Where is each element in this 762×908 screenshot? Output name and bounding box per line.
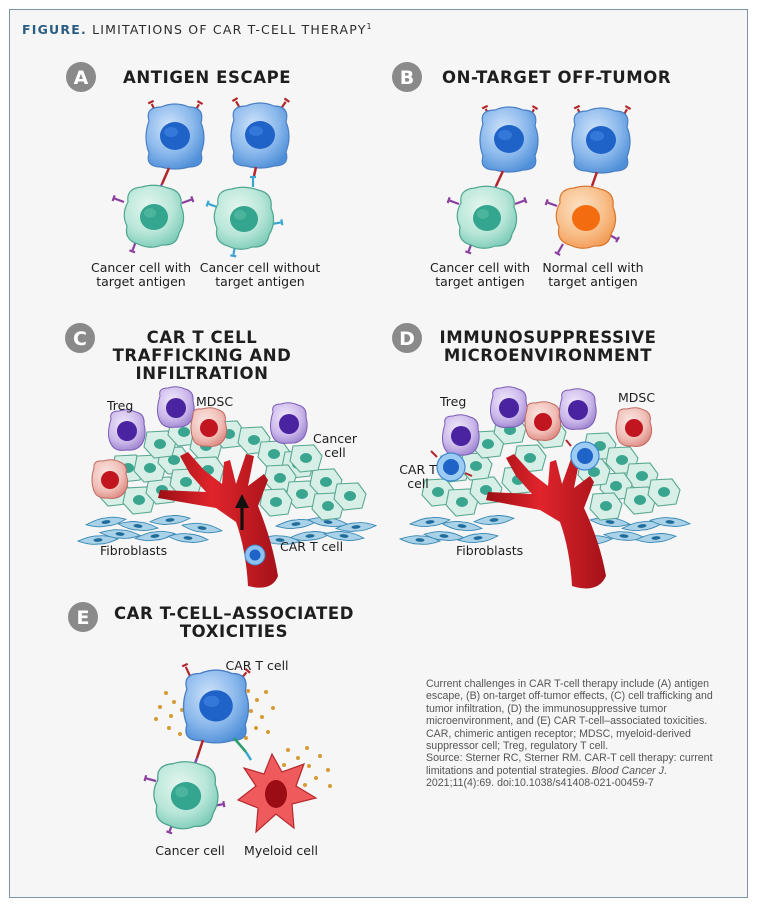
car-t-cell: [565, 439, 600, 471]
cancer-cell-with-antigen: [446, 185, 528, 255]
panel-a: A ANTIGEN ESCAPE: [66, 62, 320, 289]
figure-caption: Current challenges in CAR T-cell therapy…: [426, 678, 726, 790]
panel-a-label-1-line2: target antigen: [96, 274, 185, 289]
panel-e-title-line2: TOXICITIES: [180, 622, 288, 641]
mdsc-cell: [190, 407, 228, 447]
panel-d-car-t-label-line1: CAR T: [399, 462, 437, 477]
panel-b: B ON-TARGET OFF-TUMOR: [392, 62, 671, 289]
panel-e-title-line1: CAR T-CELL–ASSOCIATED: [114, 604, 354, 623]
panel-a-label-1-line1: Cancer cell with: [91, 260, 191, 275]
panel-c-treg-label: Treg: [106, 398, 133, 413]
figure-title-superscript: 1: [366, 22, 373, 31]
panel-e: E CAR T-CELL–ASSOCIATED TOXICITIES: [68, 602, 354, 858]
panel-b-label-2-line2: target antigen: [548, 274, 637, 289]
panel-b-label-1-line1: Cancer cell with: [430, 260, 530, 275]
car-t-cell: [571, 104, 632, 195]
car-t-cell: [479, 104, 539, 195]
cancer-cell: [143, 761, 226, 835]
cancer-cell-without-antigen: [205, 175, 284, 258]
panel-c-car-t-label: CAR T cell: [280, 539, 343, 554]
panel-a-label-2-line2: target antigen: [215, 274, 304, 289]
panel-d-mdsc-label: MDSC: [618, 390, 655, 405]
treg-cell: [157, 386, 195, 428]
mdsc-cell: [524, 401, 562, 441]
treg-cell: [270, 402, 308, 444]
panel-b-letter: B: [400, 67, 414, 89]
car-t-cell: [230, 97, 291, 177]
panel-e-letter: E: [77, 607, 90, 629]
fibroblast-layer: [399, 513, 691, 546]
treg-cell: [559, 388, 597, 430]
panel-c-letter: C: [73, 328, 87, 350]
car-t-cell: [145, 99, 205, 193]
panel-b-label-2-line1: Normal cell with: [542, 260, 643, 275]
panel-a-badge: A: [66, 62, 96, 92]
panel-c-cancer-label-line1: Cancer: [313, 431, 358, 446]
panel-d-fibroblasts-label: Fibroblasts: [456, 543, 523, 558]
treg-cell: [442, 414, 480, 456]
panel-d-treg-label: Treg: [439, 394, 466, 409]
panel-e-car-t-label: CAR T cell: [225, 658, 288, 673]
myeloid-cell: [236, 752, 318, 834]
panel-a-title: ANTIGEN ESCAPE: [123, 68, 291, 87]
figure-title-text: LIMITATIONS OF CAR T-CELL THERAPY: [92, 22, 367, 38]
normal-cell-with-antigen: [544, 185, 621, 257]
treg-cell: [108, 409, 146, 451]
panel-c: C CAR T CELL TRAFFICKING AND INFILTRATIO…: [65, 323, 377, 588]
panel-c-mdsc-label: MDSC: [196, 394, 233, 409]
caption-source-suffix: . 2021;11(4):69. doi:10.1038/s41408-021-…: [426, 764, 667, 790]
car-t-cell: [430, 450, 473, 482]
cancer-cell-with-antigen: [111, 184, 195, 254]
panel-a-letter: A: [74, 67, 89, 89]
figure-frame: A ANTIGEN ESCAPE: [9, 9, 748, 898]
panel-d-car-t-label-line2: cell: [407, 476, 429, 491]
panel-d-title-line1: IMMUNOSUPPRESSIVE: [439, 328, 656, 347]
treg-cell: [490, 386, 528, 428]
figure-title: FIGURE. LIMITATIONS OF CAR T-CELL THERAP…: [22, 22, 373, 37]
caption-source: Source: Sterner RC, Sterner RM. CAR-T ce…: [426, 752, 726, 789]
caption-source-prefix: Source: Sterner RC, Sterner RM. CAR-T ce…: [426, 752, 713, 777]
panel-c-title-line3: INFILTRATION: [135, 364, 268, 383]
panel-e-cancer-label: Cancer cell: [155, 843, 225, 858]
mdsc-cell: [91, 459, 129, 499]
car-t-cell: [181, 662, 253, 767]
caption-summary: Current challenges in CAR T-cell therapy…: [426, 678, 713, 728]
panel-e-badge: E: [68, 602, 98, 632]
panel-a-label-2-line1: Cancer cell without: [200, 260, 321, 275]
panel-e-myeloid-label: Myeloid cell: [244, 843, 318, 858]
panel-b-label-1-line2: target antigen: [435, 274, 524, 289]
panel-c-title-line1: CAR T CELL: [147, 328, 258, 347]
panel-c-badge: C: [65, 323, 95, 353]
panel-b-badge: B: [392, 62, 422, 92]
caption-journal: Blood Cancer J: [591, 764, 664, 777]
car-t-cell-in-vessel: [244, 544, 266, 566]
panel-c-title-line2: TRAFFICKING AND: [113, 346, 292, 365]
panel-d-title-line2: MICROENVIRONMENT: [444, 346, 652, 365]
panel-d-letter: D: [399, 328, 415, 350]
panel-d: D IMMUNOSUPPRESSIVE MICROENVIRONMENT: [392, 323, 691, 589]
figure-artwork: A ANTIGEN ESCAPE: [65, 62, 691, 858]
mdsc-cell: [615, 407, 653, 447]
blood-vessel: [486, 454, 606, 589]
figure-title-lead: FIGURE.: [22, 22, 87, 38]
caption-abbreviations: CAR, chimeric antigen receptor; MDSC, my…: [426, 727, 691, 753]
panel-c-fibroblasts-label: Fibroblasts: [100, 543, 167, 558]
panel-b-title: ON-TARGET OFF-TUMOR: [442, 68, 671, 87]
panel-c-cancer-label-line2: cell: [324, 445, 346, 460]
panel-d-badge: D: [392, 323, 422, 353]
